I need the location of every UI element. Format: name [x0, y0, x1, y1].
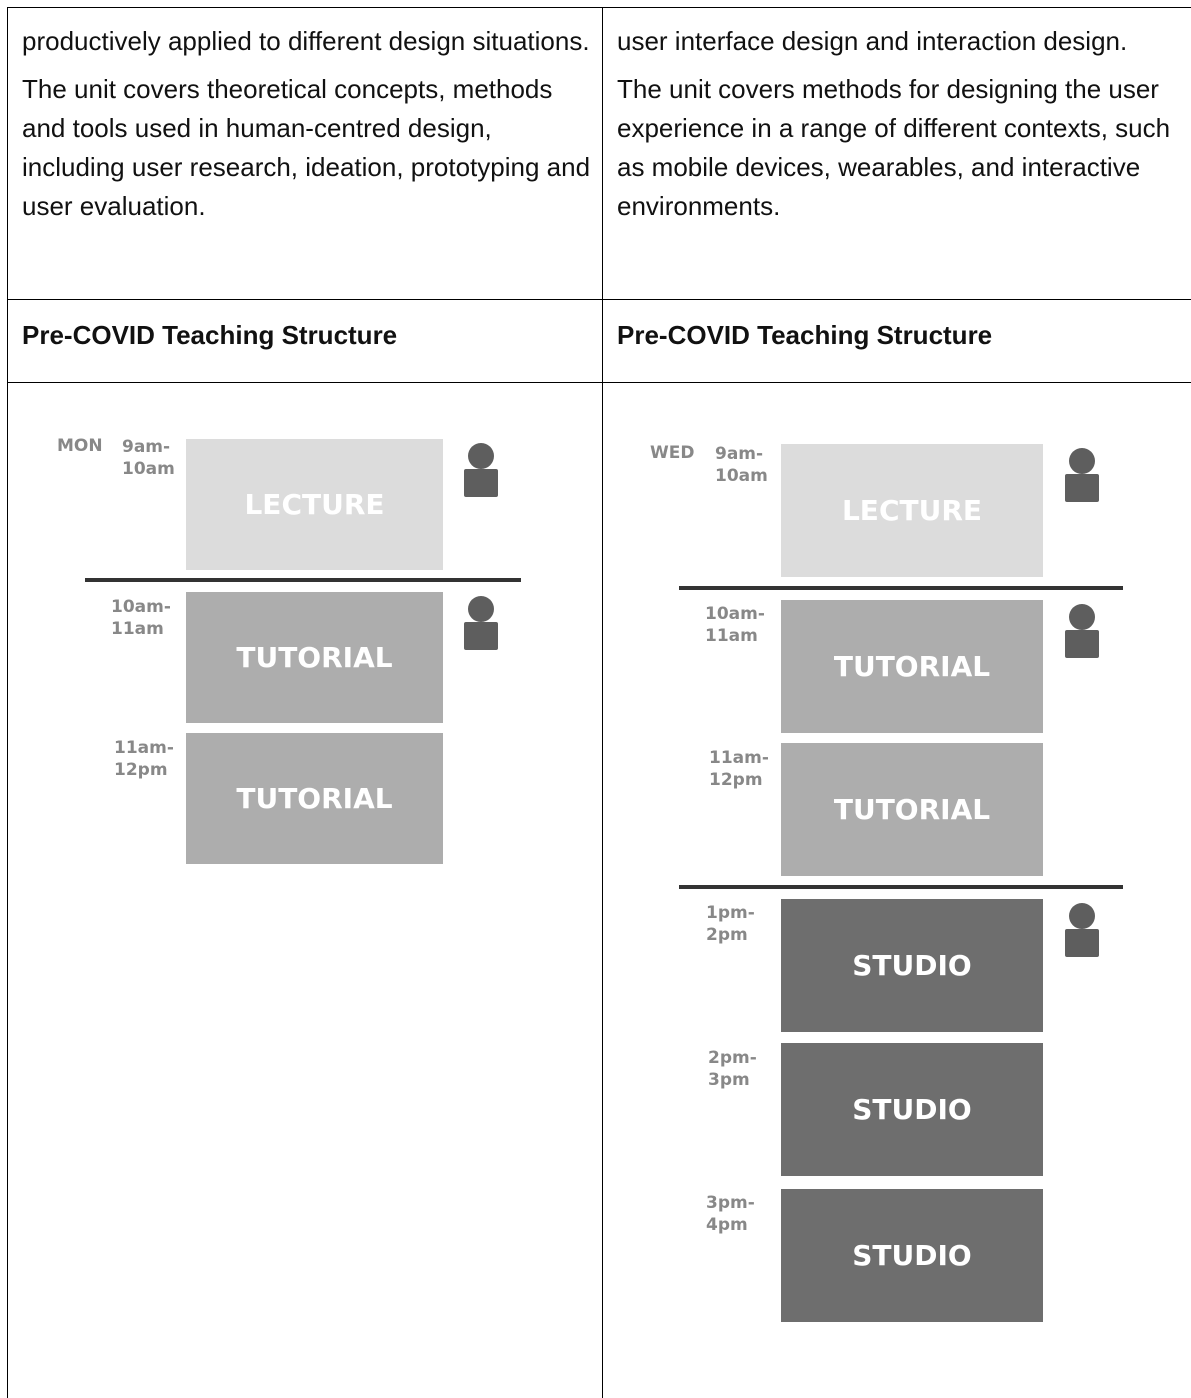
studio-block: STUDIO [781, 1043, 1043, 1176]
session-time: 9am- 10am [122, 437, 175, 479]
session-time: 10am- 11am [111, 597, 171, 639]
right-description-cell: user interface design and interaction de… [617, 22, 1183, 226]
left-paragraph-2: The unit covers theoretical concepts, me… [22, 74, 591, 221]
lecture-block: LECTURE [186, 439, 443, 570]
table-border-left [7, 7, 8, 1398]
session-time: 3pm- 4pm [706, 1193, 755, 1235]
table-border-top [7, 7, 1191, 8]
studio-block: STUDIO [781, 899, 1043, 1032]
session-time: 11am- 12pm [709, 748, 769, 790]
right-heading: Pre-COVID Teaching Structure [617, 320, 993, 350]
session-time: 10am- 11am [705, 604, 765, 646]
tutorial-block: TUTORIAL [186, 592, 443, 723]
table-row-divider-1 [7, 299, 1191, 300]
tutorial-block: TUTORIAL [186, 733, 443, 864]
person-icon [1065, 448, 1099, 502]
person-icon [1065, 903, 1099, 957]
person-icon [464, 443, 498, 497]
left-heading: Pre-COVID Teaching Structure [22, 320, 398, 350]
tutorial-block: TUTORIAL [781, 600, 1043, 733]
session-time: 1pm- 2pm [706, 903, 755, 945]
lecture-block: LECTURE [781, 444, 1043, 577]
right-paragraph-1: user interface design and interaction de… [617, 26, 1128, 56]
day-label: MON [57, 436, 103, 456]
table-column-divider [602, 7, 603, 1398]
left-paragraph-1: productively applied to different design… [22, 26, 590, 56]
left-description-cell: productively applied to different design… [22, 22, 592, 226]
table-row-divider-2 [7, 382, 1191, 383]
session-time: 9am- 10am [715, 444, 768, 486]
person-icon [464, 596, 498, 650]
session-time: 11am- 12pm [114, 738, 174, 780]
tutorial-block: TUTORIAL [781, 743, 1043, 876]
right-paragraph-2: The unit covers methods for designing th… [617, 74, 1171, 221]
day-label: WED [650, 443, 695, 463]
session-time: 2pm- 3pm [708, 1048, 757, 1090]
person-icon [1065, 604, 1099, 658]
session-separator [679, 885, 1123, 889]
studio-block: STUDIO [781, 1189, 1043, 1322]
session-separator [679, 586, 1123, 590]
session-separator [85, 578, 521, 582]
